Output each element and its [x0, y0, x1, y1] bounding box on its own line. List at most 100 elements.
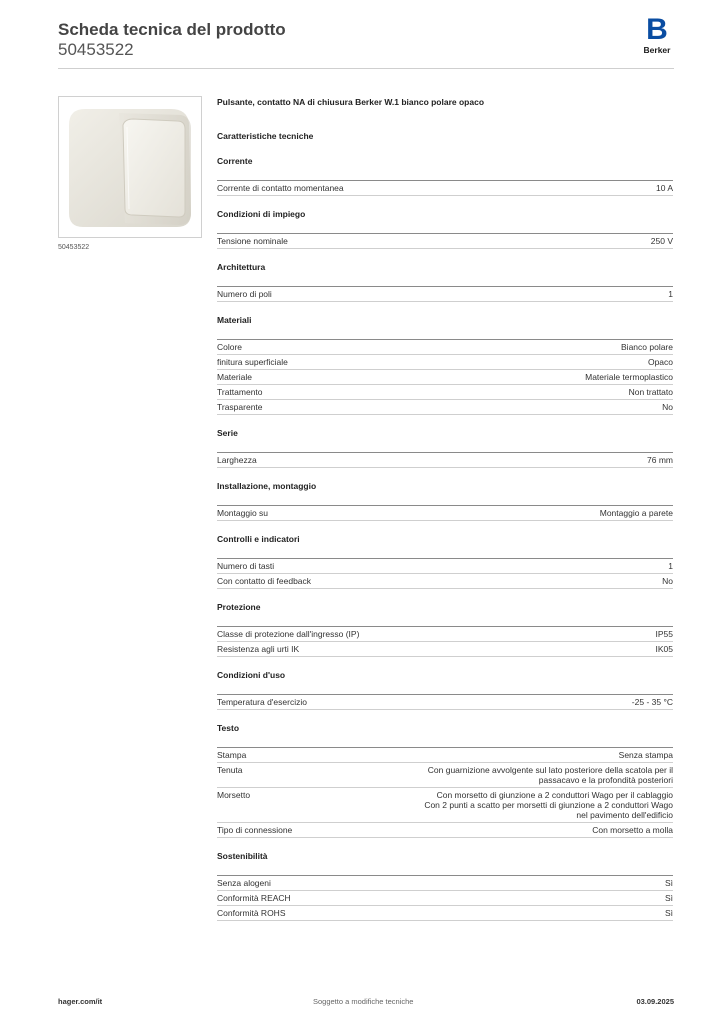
document-header: Scheda tecnica del prodotto 50453522: [58, 20, 674, 70]
spec-key: Senza alogeni: [217, 878, 271, 888]
header-divider: [58, 68, 674, 69]
section-title: Sostenibilità: [217, 850, 673, 876]
section-title: Materiali: [217, 314, 673, 340]
spec-key: Corrente di contatto momentanea: [217, 183, 344, 193]
spec-row: Conformità REACH Sì: [217, 891, 673, 906]
spec-row: Trasparente No: [217, 400, 673, 415]
spec-key: Materiale: [217, 372, 252, 382]
spec-value: No: [662, 402, 673, 412]
product-number: 50453522: [58, 40, 134, 59]
spec-row: finitura superficiale Opaco: [217, 355, 673, 370]
section-title: Corrente: [217, 155, 673, 181]
spec-row: Tipo di connessione Con morsetto a molla: [217, 823, 673, 838]
spec-row: Con contatto di feedback No: [217, 574, 673, 589]
spec-value: 76 mm: [647, 455, 673, 465]
spec-value: Opaco: [647, 357, 673, 367]
spec-key: Conformità ROHS: [217, 908, 286, 918]
spec-value: 250 V: [650, 236, 673, 246]
footer-website: hager.com/it: [58, 997, 103, 1006]
spec-key: Tenuta: [217, 765, 243, 775]
spec-key: Resistenza agli urti IK: [217, 644, 300, 654]
spec-value: 1: [668, 289, 673, 299]
spec-key: Larghezza: [217, 455, 257, 465]
spec-key: Tensione nominale: [217, 236, 288, 246]
spec-row: Senza alogeni Sì: [217, 876, 673, 891]
spec-row: Tensione nominale 250 V: [217, 234, 673, 249]
spec-key: Temperatura d'esercizio: [217, 697, 307, 707]
spec-key: Conformità REACH: [217, 893, 291, 903]
spec-key: Trasparente: [217, 402, 263, 412]
spec-value: Sì: [664, 908, 673, 918]
spec-value: Materiale termoplastico: [585, 372, 673, 382]
spec-row: Colore Bianco polare: [217, 340, 673, 355]
spec-row: Temperatura d'esercizio-25 - 35 °C: [217, 695, 673, 710]
spec-row: Numero di tasti 1: [217, 559, 673, 574]
spec-key: Tipo di connessione: [217, 825, 293, 835]
section-title: Testo: [217, 722, 673, 748]
spec-row: Corrente di contatto momentanea 10 A: [217, 181, 673, 196]
spec-value: 10 A: [655, 183, 673, 193]
spec-row: Tenuta Con guarnizione avvolgente sul lat…: [217, 763, 673, 788]
spec-key: Montaggio su: [217, 508, 269, 518]
spec-value: Con morsetto a molla: [592, 825, 673, 835]
spec-value: Sì: [664, 878, 673, 888]
section-title: Protezione: [217, 601, 673, 627]
spec-key: Colore: [217, 342, 243, 352]
spec-row: Morsetto Con morsetto di giunzione a 2 co…: [217, 788, 673, 823]
spec-row: Montaggio su Montaggio a parete: [217, 506, 673, 521]
spec-value: 1: [668, 561, 673, 571]
section-title: Controlli e indicatori: [217, 533, 673, 559]
spec-row: Larghezza 76 mm: [217, 453, 673, 468]
photo-caption: 50453522: [58, 244, 90, 251]
product-photo: [58, 96, 202, 238]
tech-heading: Caratteristiche tecniche: [217, 131, 314, 141]
spec-value: Non trattato: [628, 387, 673, 397]
spec-content: Pulsante, contatto NA di chiusura Berker…: [217, 95, 673, 921]
section-title: Condizioni d'uso: [217, 669, 673, 695]
spec-value: Con morsetto di giunzione a 2 conduttori…: [424, 790, 673, 820]
spec-value: Bianco polare: [621, 342, 673, 352]
spec-key: finitura superficiale: [217, 357, 288, 367]
logo-letter: B: [646, 13, 668, 46]
push-button-switch-illustration: [69, 109, 191, 227]
spec-key: Numero di tasti: [217, 561, 275, 571]
spec-value: IP55: [655, 629, 674, 639]
section-title: Condizioni di impiego: [217, 208, 673, 234]
page-title: Scheda tecnica del prodotto: [58, 20, 286, 39]
spec-key: Trattamento: [217, 387, 263, 397]
section-title: Installazione, montaggio: [217, 480, 673, 506]
spec-row: Trattamento Non trattato: [217, 385, 673, 400]
spec-row: Resistenza agli urti IK IK05: [217, 642, 673, 657]
spec-value: No: [662, 576, 673, 586]
spec-row: Classe di protezione dall'ingresso (IP) I…: [217, 627, 673, 642]
section-title: Architettura: [217, 261, 673, 287]
footer-note: Soggetto a modifiche tecniche: [313, 997, 414, 1006]
spec-row: Numero di poli 1: [217, 287, 673, 302]
spec-key: Numero di poli: [217, 289, 272, 299]
spec-value: Montaggio a parete: [599, 508, 673, 518]
logo-name: Berker: [643, 45, 671, 55]
spec-value: Sì: [664, 893, 673, 903]
spec-key: Classe di protezione dall'ingresso (IP): [217, 629, 360, 639]
berker-logo: B Berker: [640, 13, 674, 56]
product-title: Pulsante, contatto NA di chiusura Berker…: [217, 97, 485, 107]
spec-key: Morsetto: [217, 790, 251, 800]
spec-value: IK05: [655, 644, 674, 654]
spec-row: Conformità ROHS Sì: [217, 906, 673, 921]
footer-date: 03.09.2025: [636, 997, 674, 1006]
spec-key: Con contatto di feedback: [217, 576, 312, 586]
spec-value: Con guarnizione avvolgente sul lato post…: [427, 765, 673, 785]
